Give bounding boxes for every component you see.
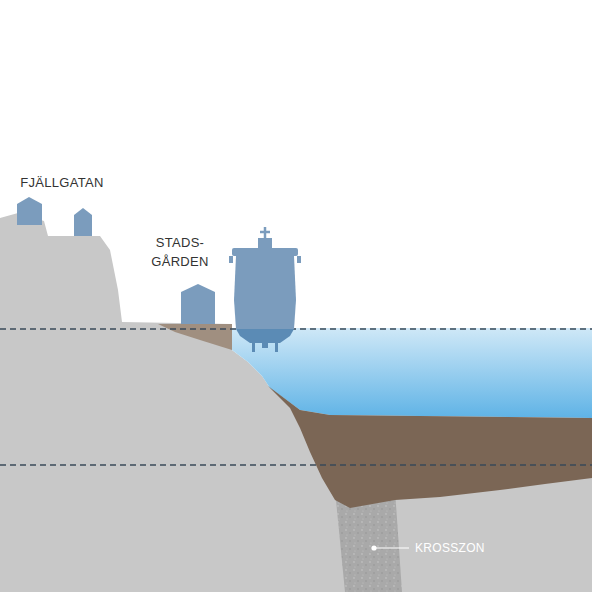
house — [181, 284, 215, 324]
level-line — [0, 328, 592, 329]
house — [17, 197, 42, 225]
place-label: STADS- GÅRDEN — [151, 233, 208, 271]
water — [232, 328, 592, 418]
bedrock — [0, 213, 592, 592]
level-line — [0, 464, 592, 465]
sediment — [268, 386, 592, 508]
house — [74, 208, 92, 236]
fill-ground — [158, 324, 232, 350]
place-label: FJÄLLGATAN — [20, 173, 103, 192]
ship — [229, 227, 301, 352]
leader-line — [374, 547, 409, 548]
zone-label: KROSSZON — [415, 539, 485, 558]
